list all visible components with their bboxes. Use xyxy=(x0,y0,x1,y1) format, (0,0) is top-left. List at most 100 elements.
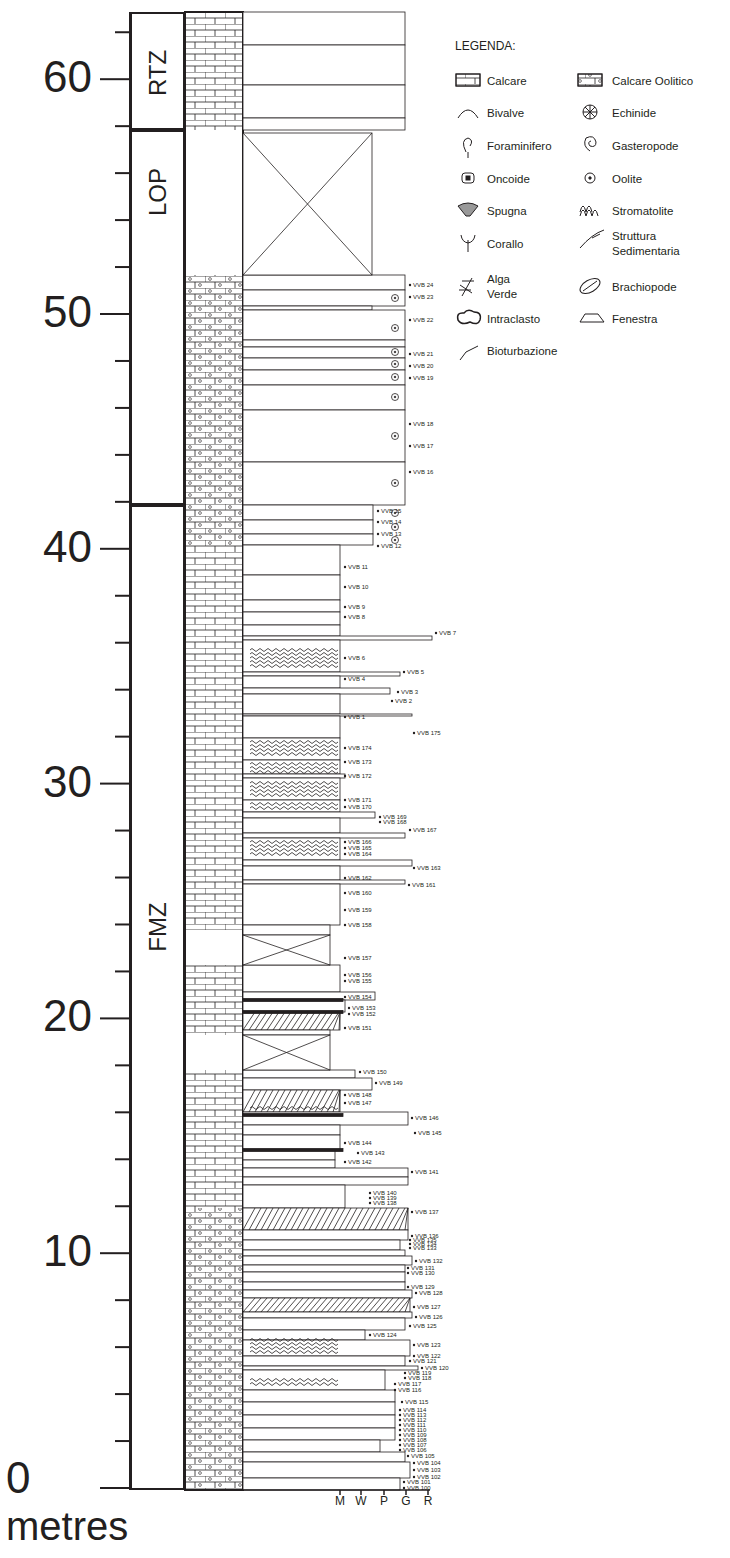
sample-label: VVB 138 xyxy=(373,1200,397,1206)
sample-dot xyxy=(404,1372,406,1374)
dark-bed xyxy=(243,999,343,1002)
sedimentary-structure xyxy=(261,1208,273,1230)
stromatolite-lamina xyxy=(250,782,338,785)
sample-label: VVB 100 xyxy=(407,1485,431,1491)
sample-label: VVB 127 xyxy=(417,1304,441,1310)
sedimentary-structure xyxy=(369,1298,381,1312)
axis-number: 10 xyxy=(0,1229,92,1273)
bed xyxy=(243,812,375,818)
legend-text: Bioturbazione xyxy=(487,344,557,359)
bed xyxy=(243,1402,395,1415)
sample-label: VVB 1 xyxy=(348,714,365,720)
sample-label: VVB 105 xyxy=(411,1453,435,1459)
oolite-symbol xyxy=(392,361,399,368)
sample-label: VVB 17 xyxy=(413,443,433,449)
bed xyxy=(243,1282,405,1290)
bed xyxy=(243,1452,405,1462)
bed xyxy=(243,1030,330,1035)
formation-name: RTZ xyxy=(146,50,170,96)
axis-tick xyxy=(115,266,130,268)
sample-label: VVB 117 xyxy=(398,1381,421,1387)
sample-label: VVB 149 xyxy=(379,1080,403,1086)
stromatolite-lamina xyxy=(250,1379,338,1382)
sample-dot xyxy=(409,1239,411,1241)
covered-interval xyxy=(243,935,330,965)
sample-label: VVB 160 xyxy=(348,890,372,896)
sedimentary-structure xyxy=(243,1012,255,1030)
bed xyxy=(243,860,412,866)
sample-label: VVB 24 xyxy=(413,282,433,288)
sample-dot xyxy=(411,1117,413,1119)
sedimentary-structure xyxy=(333,1208,345,1230)
bed xyxy=(243,275,405,290)
bed xyxy=(243,12,405,45)
oolite-symbol xyxy=(394,363,396,365)
sedimentary-structure xyxy=(255,1090,267,1112)
sedimentary-structure xyxy=(243,1090,255,1112)
sedimentary-structure xyxy=(249,1208,261,1230)
bed xyxy=(243,818,340,833)
sedimentary-structure xyxy=(345,1208,357,1230)
legend-text: Bivalve xyxy=(487,106,524,121)
sample-label: VVB 126 xyxy=(419,1314,443,1320)
sample-dot xyxy=(407,1286,409,1288)
sedimentary-structure xyxy=(333,1012,340,1030)
sample-dot xyxy=(421,1367,423,1369)
axis-tick xyxy=(115,1064,130,1066)
sedimentary-structure xyxy=(357,1298,369,1312)
sample-dot xyxy=(344,924,346,926)
stromatolite-lamina xyxy=(250,657,338,660)
sedimentary-structure xyxy=(375,1208,387,1230)
bed xyxy=(243,1160,335,1168)
sedimentary-structure xyxy=(261,1090,273,1112)
sample-label: VVB 21 xyxy=(413,351,433,357)
sedimentary-structure xyxy=(345,1298,357,1312)
sample-dot xyxy=(415,1260,417,1262)
sample-dot xyxy=(357,1152,359,1154)
sedimentary-structure xyxy=(261,1298,273,1312)
sedimentary-structure xyxy=(327,1298,339,1312)
bed xyxy=(243,1240,400,1250)
sample-dot xyxy=(399,1444,401,1446)
sample-label: VVB 172 xyxy=(348,773,372,779)
sample-dot xyxy=(399,1434,401,1436)
sedimentary-structure xyxy=(309,1090,321,1112)
bed xyxy=(243,340,405,347)
axis-number: 20 xyxy=(0,994,92,1038)
sample-dot xyxy=(344,841,346,843)
bed xyxy=(243,625,340,636)
sedimentary-structure xyxy=(315,1298,327,1312)
sample-label: VVB 151 xyxy=(348,1025,372,1031)
sedimentary-structure xyxy=(387,1298,399,1312)
sample-label: VVB 104 xyxy=(417,1460,441,1466)
axis-tick xyxy=(100,1017,130,1019)
bed xyxy=(243,1478,400,1490)
oolite-symbol xyxy=(394,482,396,484)
sample-label: VVB 153 xyxy=(352,1005,376,1011)
bed xyxy=(243,1272,405,1282)
bed xyxy=(243,1340,410,1356)
sedimentary-structure xyxy=(285,1208,297,1230)
sample-label: VVB 137 xyxy=(415,1209,439,1215)
stromatolite-lamina xyxy=(250,1339,338,1342)
sample-label: VVB 145 xyxy=(418,1130,442,1136)
bed xyxy=(243,1070,355,1078)
sample-label: VVB 170 xyxy=(348,804,372,810)
stromatolite-lamina xyxy=(250,753,338,756)
sedimentary-structure xyxy=(267,1090,279,1112)
sedimentary-structure xyxy=(321,1090,333,1112)
sample-dot xyxy=(399,1449,401,1451)
sedimentary-structure xyxy=(375,1298,387,1312)
sample-label: VVB 141 xyxy=(415,1169,439,1175)
sample-label: VVB 16 xyxy=(413,469,433,475)
sample-dot xyxy=(415,1316,417,1318)
sample-label: VVB 163 xyxy=(417,865,441,871)
sample-label: VVB 22 xyxy=(413,317,433,323)
sample-label: VVB 116 xyxy=(398,1387,421,1393)
sedimentary-structure xyxy=(303,1012,315,1030)
oolite-symbol xyxy=(392,349,399,356)
oolite-symbol xyxy=(394,376,396,378)
sample-dot xyxy=(375,1082,377,1084)
sedimentary-structure xyxy=(333,1090,340,1112)
sedimentary-structure xyxy=(369,1208,381,1230)
